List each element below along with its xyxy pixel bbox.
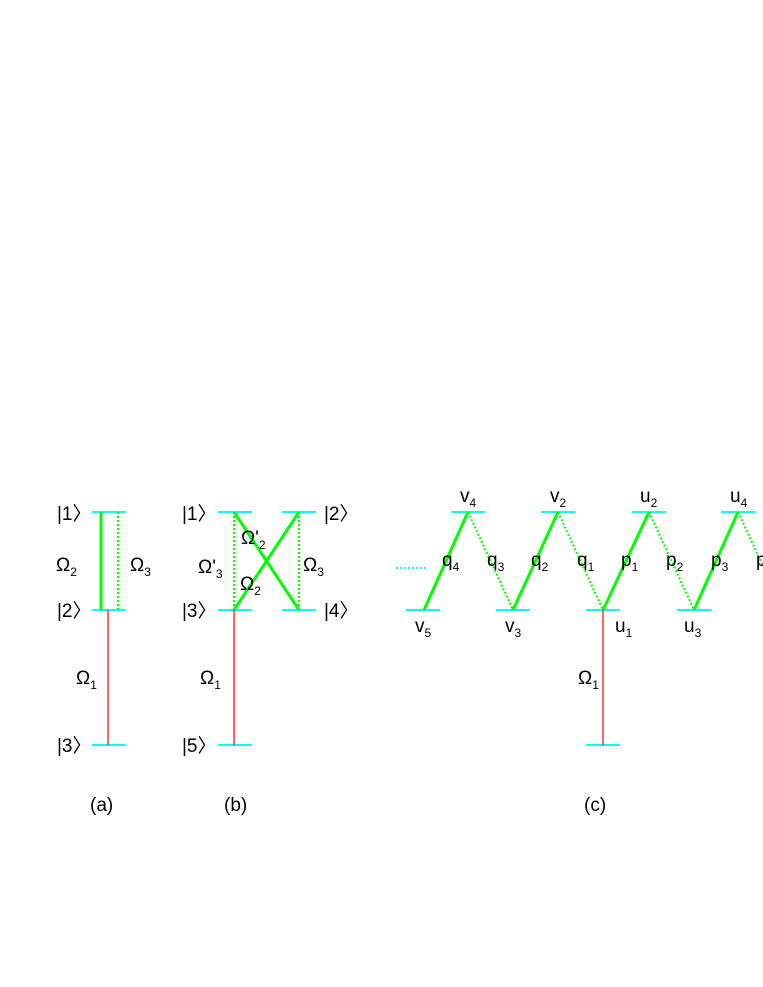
coupling-c-q3 [467,511,514,611]
coupling-c-p2 [648,511,695,611]
label-a-omega2: Ω2 [56,555,77,579]
label-c-q3: q3 [487,550,505,574]
state-c-v5: v5 [415,616,432,640]
coupling-c-p3 [692,511,740,611]
label-c-p3: p3 [711,550,729,574]
label-b-omega-prime2: Ω'2 [241,528,266,552]
label-b-omega1: Ω1 [200,668,221,692]
label-c-q1: q1 [577,550,595,574]
state-c-u3: u3 [684,616,702,640]
label-b-omega3: Ω3 [303,555,324,579]
label-c-p1: p1 [621,550,639,574]
caption-b: (b) [224,795,247,816]
state-c-v3: v3 [505,616,522,640]
coupling-c-q4 [422,511,470,611]
ket-a-1: |1〉 [57,503,92,525]
state-c-u2: u2 [640,486,658,510]
panel-c: v4 v2 u2 u4 v5 v3 u1 u3 q4 q3 q2 q1 p1 p… [396,486,763,816]
caption-c: (c) [584,795,606,816]
label-c-q2: q2 [531,550,549,574]
coupling-c-q1 [557,511,604,611]
ket-b-1: |1〉 [182,503,217,525]
state-c-u1: u1 [615,616,633,640]
coupling-c-q2 [511,511,560,611]
label-c-q4: q4 [442,550,460,574]
panel-b: |1〉 |2〉 |3〉 |4〉 |5〉 Ω'2 Ω'3 Ω2 Ω3 Ω1 (b) [182,503,359,816]
ket-b-4: |4〉 [324,600,359,622]
state-c-v2: v2 [550,486,567,510]
label-c-p2: p2 [666,550,684,574]
state-c-u4: u4 [730,486,748,510]
ket-b-3: |3〉 [182,600,217,622]
coupling-c-p1 [601,511,651,611]
ket-a-3: |3〉 [57,735,92,757]
ket-b-5: |5〉 [182,735,217,757]
state-c-v4: v4 [460,486,477,510]
label-a-omega1: Ω1 [76,668,97,692]
label-c-omega1: Ω1 [578,668,599,692]
caption-a: (a) [90,795,113,816]
label-b-omega-prime3: Ω'3 [198,557,223,581]
coupling-c-p4 [737,511,763,567]
ket-b-2: |2〉 [324,503,359,525]
label-b-omega2: Ω2 [240,574,261,598]
label-a-omega3: Ω3 [130,555,151,579]
panel-a: |1〉 |2〉 |3〉 Ω2 Ω3 Ω1 (a) [56,503,151,816]
coupling-b-omega2 [232,511,301,611]
label-c-p4: p [756,550,763,571]
ket-a-2: |2〉 [57,600,92,622]
